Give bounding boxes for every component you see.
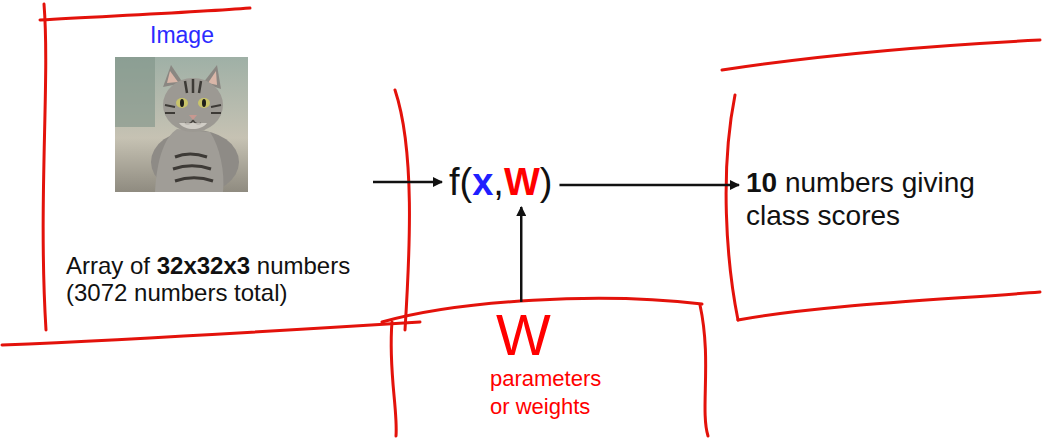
flow-arrow — [373, 181, 442, 184]
annotation-stroke — [722, 40, 1040, 70]
emphasis: 32x32x3 — [157, 252, 250, 279]
weights-caption: parameters or weights — [490, 365, 606, 421]
annotation-stroke — [726, 95, 738, 320]
weights-region: Wparameters or weights — [486, 305, 610, 421]
emphasis: 10 — [746, 167, 777, 198]
output-description: 10 numbers giving class scores — [746, 166, 1000, 232]
image-heading: Image — [62, 22, 302, 49]
picture-space — [66, 49, 366, 252]
annotation-stroke — [738, 292, 1040, 320]
function-label: f(x,W) — [445, 160, 556, 204]
class-scores-region: 10 numbers giving class scores — [742, 166, 1004, 232]
annotation-stroke — [700, 305, 708, 436]
annotation-stroke — [391, 322, 396, 436]
annotation-stroke — [40, 8, 250, 20]
weights-symbol: W — [496, 305, 606, 365]
input-image-region: ImageArray of 32x32x3 numbers (3072 numb… — [62, 22, 370, 306]
array-description: Array of 32x32x3 numbers (3072 numbers t… — [66, 252, 366, 306]
flow-arrow — [559, 184, 739, 187]
annotation-stroke — [43, 4, 46, 330]
function-text: f(x,W) — [449, 160, 552, 204]
annotation-stroke — [2, 322, 420, 345]
flow-arrow — [520, 207, 523, 302]
emphasis: x — [472, 161, 493, 203]
annotation-stroke — [395, 90, 409, 330]
cat-photo — [115, 57, 248, 192]
emphasis: W — [504, 161, 540, 203]
